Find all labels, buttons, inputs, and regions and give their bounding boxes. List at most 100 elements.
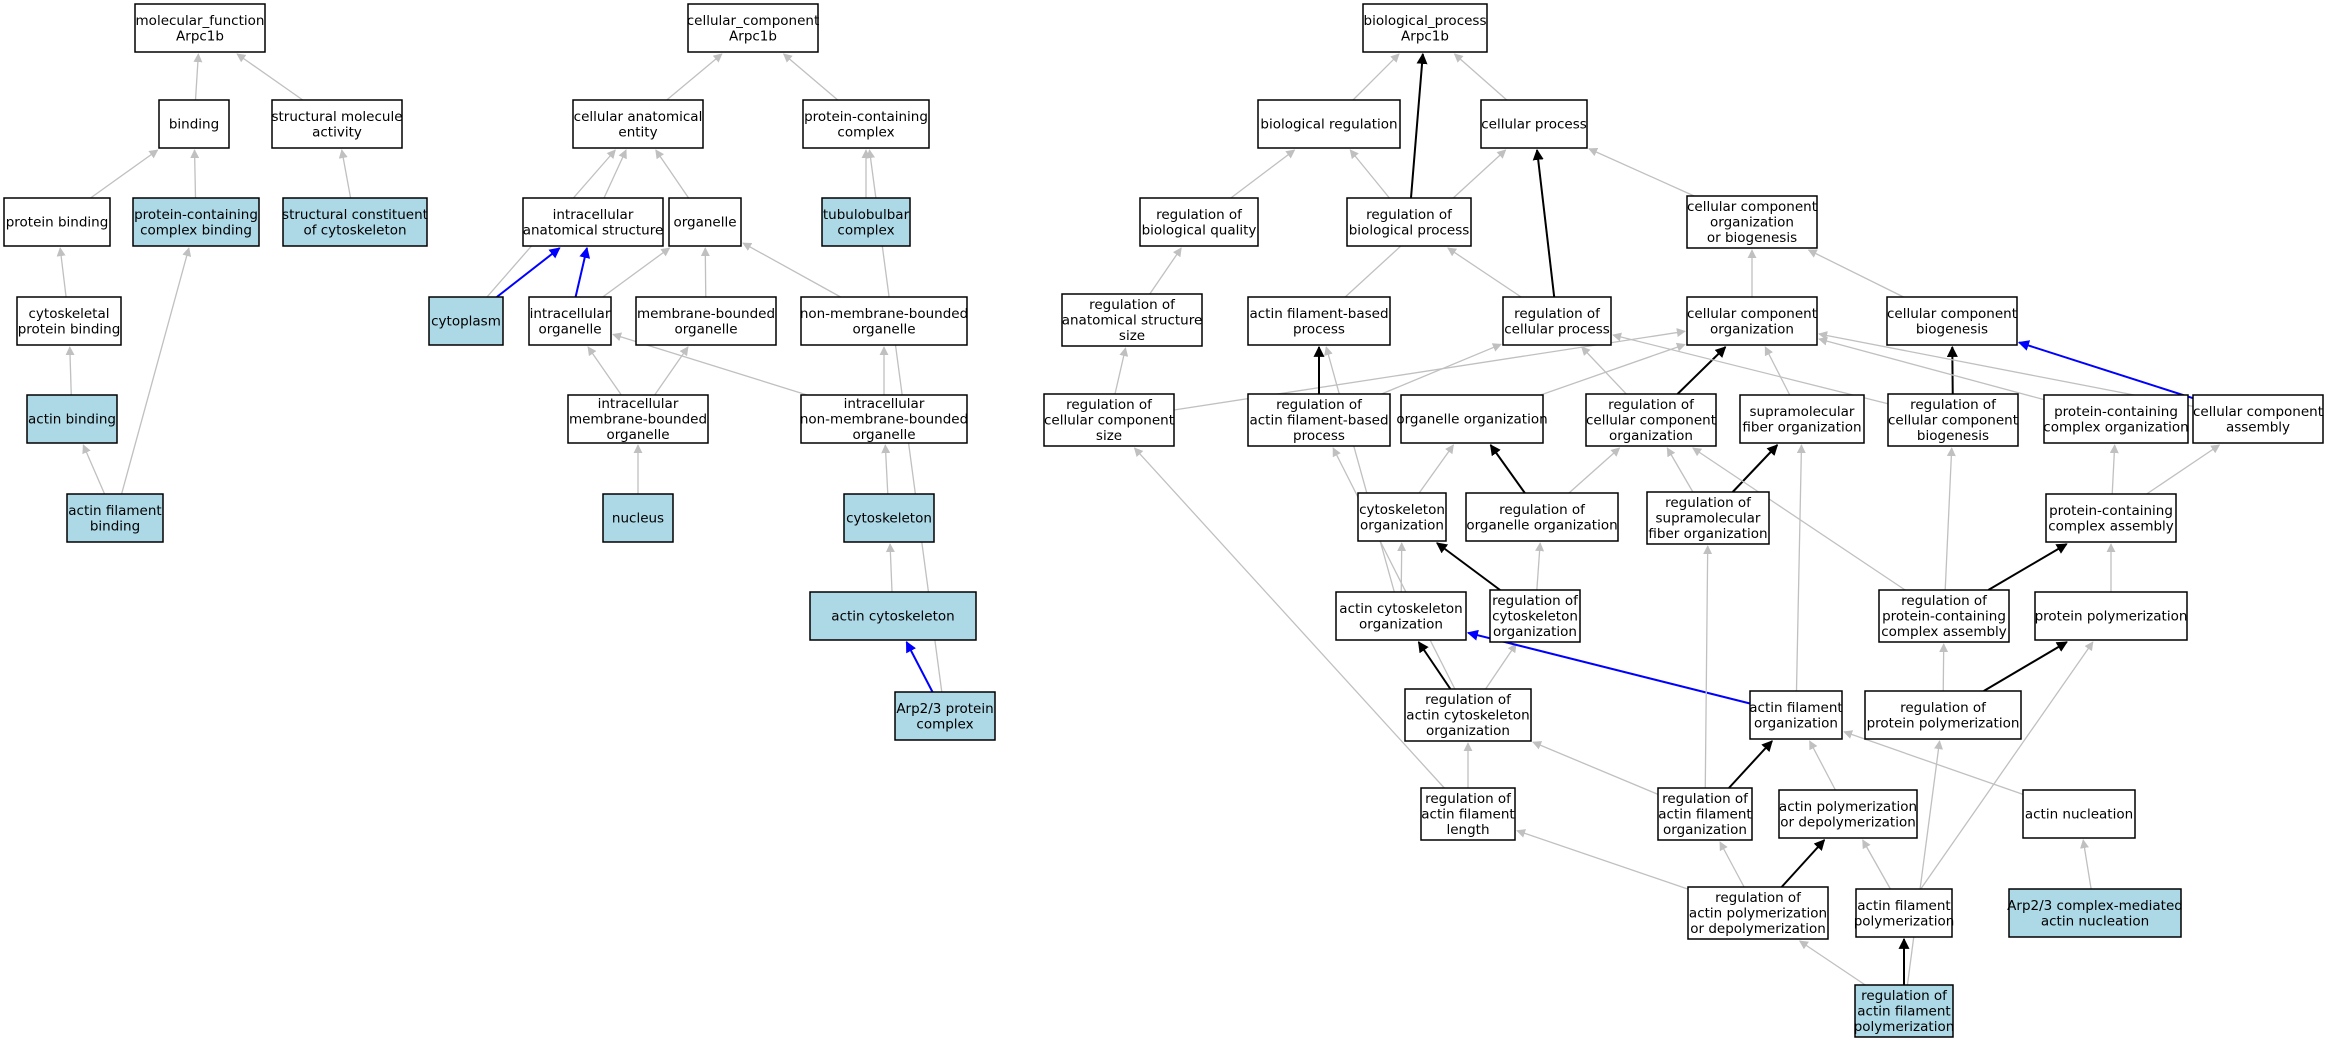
term-label-line: organelle [852, 427, 915, 443]
term-box [2192, 394, 2324, 444]
term-node-prot-poly: protein polymerization [2034, 591, 2188, 641]
term-label-line: regulation of [1066, 397, 1153, 413]
term-label-line: regulation of [1089, 297, 1176, 313]
term-label-line: fiber organization [1648, 526, 1767, 542]
term-box [1854, 984, 1954, 1038]
term-node-org-org: organelle organization [1396, 394, 1548, 444]
term-label-line: actin cytoskeleton [1406, 708, 1529, 724]
edge-black-reg-aco-to-aco [1417, 641, 1452, 690]
edge-grey-pc-binding-to-binding [190, 149, 200, 199]
term-box [2043, 394, 2189, 444]
term-label-line: organization [1360, 517, 1444, 533]
edge-grey-pca-to-cca [2146, 444, 2221, 495]
term-node-organelle: organelle [668, 197, 742, 247]
term-label-line: biogenesis [1916, 321, 1988, 337]
term-box [2008, 888, 2182, 938]
term-label-line: process [1293, 321, 1345, 337]
term-box [1687, 886, 1829, 940]
term-label-line: regulation of [1366, 207, 1453, 223]
edge-grey-reg-aco-to-reg-co [1485, 643, 1517, 690]
edge-grey-nmbo-to-organelle [742, 242, 841, 298]
term-box [1139, 197, 1259, 247]
term-label-line: assembly [2226, 419, 2290, 435]
term-label-line: actin nucleation [2025, 807, 2133, 823]
term-label-line: organization [1426, 723, 1510, 739]
term-box [158, 99, 230, 149]
term-label-line: length [1446, 822, 1489, 838]
term-label-line: complex assembly [2048, 518, 2174, 534]
edge-grey-organelle-to-cae [655, 149, 690, 199]
term-box [1489, 589, 1581, 643]
edge-black-reg-co-to-cyto-org [1436, 542, 1501, 591]
term-label-line: membrane-bounded [569, 412, 707, 428]
edge-grey-org-org-to-cco [1540, 342, 1686, 396]
term-box [668, 197, 742, 247]
edge-blue-cca-to-ccb [2017, 340, 2194, 400]
term-label-line: organelle organization [1396, 412, 1547, 428]
term-label-line: or biogenesis [1707, 230, 1797, 246]
edge-black-reg-cco-to-cco [1676, 346, 1727, 395]
term-label-line: biological quality [1142, 222, 1257, 238]
edge-grey-reg-afp-to-reg-pp [1906, 740, 1943, 986]
term-box [687, 3, 819, 53]
term-label-line: actin cytoskeleton [831, 609, 954, 625]
term-label-line: cellular component [1586, 413, 1716, 429]
term-label-line: cytoskeleton [1492, 609, 1578, 625]
term-label-line: organelle [674, 321, 737, 337]
edge-black-reg-pca-to-pca [1987, 543, 2068, 591]
term-box [1061, 293, 1203, 347]
term-label-line: actin filament [1857, 898, 1950, 914]
term-label-line: membrane-bounded [637, 306, 775, 322]
term-label-line: actin filament-based [1249, 413, 1388, 429]
term-box [1878, 589, 2010, 643]
term-label-line: anatomical structure [1062, 313, 1203, 329]
edge-grey-pcc-to-cc-root [782, 53, 839, 101]
term-box [3, 197, 111, 247]
term-box [1465, 492, 1619, 542]
term-label-line: cellular_component [687, 13, 819, 29]
term-label-line: cellular process [1504, 321, 1610, 337]
edge-grey-reg-ccb-to-reg-cp [1612, 332, 1889, 405]
term-box [567, 394, 709, 444]
term-label-line: regulation of [1492, 593, 1579, 609]
edge-grey-actin-binding-to-cyto-pb [65, 346, 75, 396]
edge-grey-reg-apd-to-reg-afl [1516, 829, 1689, 890]
term-box [1247, 393, 1391, 447]
term-label-line: regulation of [1425, 791, 1512, 807]
edge-grey-binding-to-mf-root [193, 53, 203, 101]
term-node-bio-reg: biological regulation [1257, 99, 1401, 149]
term-label-line: activity [312, 124, 362, 140]
term-box [1646, 491, 1770, 545]
edge-blue-arp23-to-actin-cytoskeleton [905, 641, 934, 693]
term-node-inmbo: intracellularnon-membrane-boundedorganel… [800, 394, 968, 444]
term-label-line: cytoskeleton [846, 511, 932, 527]
term-label-line: regulation of [1665, 495, 1752, 511]
term-label-line: complex binding [140, 222, 252, 238]
term-box [602, 493, 674, 543]
term-box [843, 493, 935, 543]
term-label-line: organization [1710, 215, 1794, 231]
term-box [1335, 591, 1467, 641]
term-node-cytoskeleton: cytoskeleton [843, 493, 935, 543]
term-label-line: regulation of [1861, 988, 1948, 1004]
term-label-line: protein-containing [1882, 609, 2006, 625]
edge-grey-ccob-to-cell-proc [1588, 147, 1695, 197]
term-box [1686, 296, 1818, 346]
term-label-line: of cytoskeleton [303, 222, 406, 238]
term-label-line: cytoskeletal [28, 306, 109, 322]
term-label-line: molecular_function [136, 13, 265, 29]
